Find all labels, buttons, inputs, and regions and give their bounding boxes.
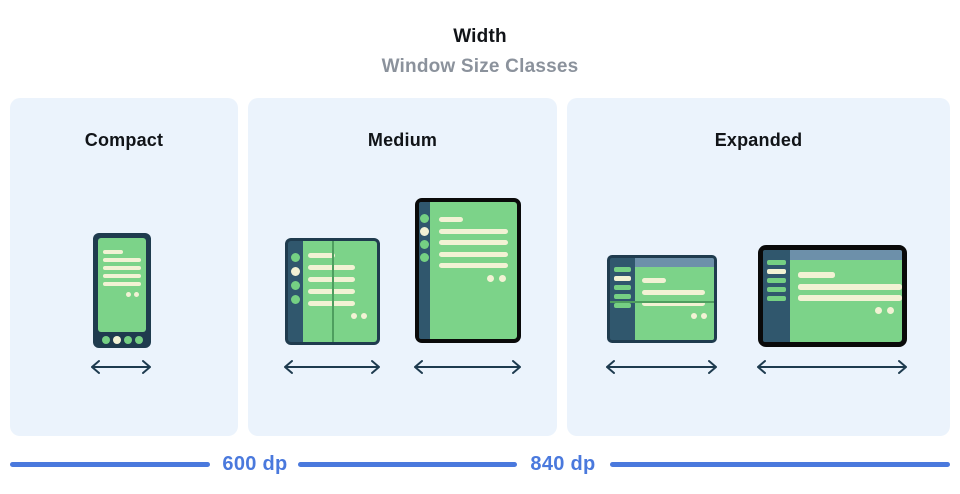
width-arrow: [755, 359, 909, 375]
drawer-item: [614, 267, 631, 272]
nav-dot: [101, 336, 110, 344]
action-dot: [351, 313, 357, 319]
action-dot: [126, 292, 131, 297]
content-line: [439, 251, 508, 257]
action-dot: [887, 306, 894, 314]
breakpoint-600dp-label: 600 dp: [222, 453, 288, 475]
phone-screen: [98, 238, 146, 332]
content-line: [798, 295, 902, 301]
content-line: [798, 272, 835, 278]
panel-medium-title: Medium: [367, 130, 438, 150]
foldable-screen: [635, 258, 714, 340]
panel-expanded-title: Expanded: [714, 130, 803, 150]
action-dots: [103, 292, 141, 297]
app-bar: [635, 258, 714, 267]
ruler-segment: [298, 462, 517, 467]
action-dot: [361, 313, 367, 319]
drawer-item: [767, 296, 786, 301]
panel-compact: Compact: [10, 98, 238, 436]
content-line: [439, 228, 508, 234]
width-arrow: [604, 359, 719, 375]
drawer-item: [614, 294, 631, 299]
content-line: [103, 266, 141, 270]
content-line: [798, 283, 902, 290]
tablet-screen: [430, 202, 517, 339]
content-line: [103, 282, 141, 286]
width-arrow: [89, 359, 153, 375]
drawer-item: [767, 260, 786, 265]
content-line: [103, 258, 141, 262]
width-arrow: [282, 359, 382, 375]
content-area: [635, 267, 714, 340]
rail-dot: [291, 281, 300, 290]
content-line: [439, 240, 508, 245]
content-line: [642, 278, 666, 283]
breakpoint-ruler: 600 dp 840 dp: [0, 453, 960, 491]
ruler-segment: [10, 462, 210, 467]
diagram-subtitle: Window Size Classes: [381, 55, 579, 77]
rail-dot: [420, 253, 429, 262]
foldable-portrait-device: [285, 238, 380, 345]
drawer-item: [767, 287, 786, 292]
app-bar: [790, 250, 902, 260]
width-arrow: [412, 359, 523, 375]
action-dot: [487, 274, 494, 282]
action-dot: [701, 312, 707, 319]
nav-dot: [134, 336, 143, 344]
content-line: [439, 217, 463, 222]
action-dot: [134, 292, 139, 297]
content-line: [642, 301, 705, 306]
content-area: [790, 260, 902, 342]
diagram-title: Width: [453, 26, 507, 47]
tablet-device: [415, 198, 521, 343]
drawer-item: [614, 285, 631, 290]
drawer-item: [767, 269, 786, 274]
content-line: [103, 250, 123, 254]
phone-navbar: [98, 332, 146, 348]
rail-dot: [291, 253, 300, 262]
nav-dot: [112, 336, 121, 344]
nav-dot: [123, 336, 132, 344]
fold-line: [331, 241, 334, 342]
ruler-segment: [610, 462, 950, 467]
content-line: [642, 289, 705, 295]
breakpoint-840dp-label: 840 dp: [530, 453, 596, 475]
nav-rail: [419, 202, 430, 339]
diagram-header: Width Window Size Classes: [0, 26, 960, 79]
nav-drawer: [763, 250, 790, 342]
foldable-screen: [303, 241, 377, 342]
panel-expanded: Expanded: [567, 98, 950, 436]
rail-dot: [291, 267, 300, 276]
drawer-item: [767, 278, 786, 283]
action-dot: [499, 274, 506, 282]
rail-dot: [420, 214, 429, 223]
rail-dot: [291, 295, 300, 304]
desktop-screen: [790, 250, 902, 342]
action-dots: [439, 274, 517, 282]
content-line: [308, 253, 335, 258]
rail-dot: [420, 227, 429, 236]
action-dots: [642, 312, 714, 319]
rail-dot: [420, 240, 429, 249]
fold-line: [610, 301, 714, 303]
action-dots: [308, 313, 377, 319]
action-dot: [691, 312, 697, 319]
nav-rail: [288, 241, 303, 342]
drawer-item: [614, 303, 631, 308]
action-dot: [875, 306, 882, 314]
panel-compact-title: Compact: [84, 130, 164, 150]
content-line: [439, 263, 508, 268]
phone-device: [93, 233, 151, 348]
nav-drawer: [610, 258, 635, 340]
foldable-landscape-device: [607, 255, 717, 343]
panel-medium: Medium: [248, 98, 557, 436]
drawer-item: [614, 276, 631, 281]
content-line: [103, 274, 141, 278]
action-dots: [798, 306, 902, 314]
desktop-device: [758, 245, 907, 347]
